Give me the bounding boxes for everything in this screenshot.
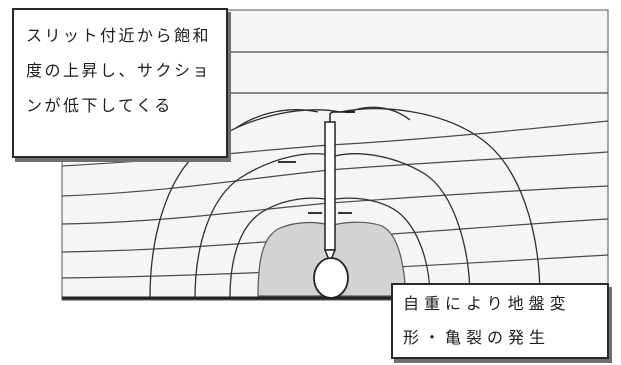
slit-probe: [323, 111, 355, 264]
callout-suction-decrease-text: スリット付近から飽和度の上昇し、サクションが低下してくる: [26, 26, 212, 115]
crack-marks: [278, 161, 352, 214]
callout-ground-deformation-text: 自重により地盤変形・亀裂の発生: [403, 294, 571, 347]
cavity: [313, 257, 349, 299]
upper-strata-lines: [228, 51, 608, 94]
callout-ground-deformation: 自重により地盤変形・亀裂の発生: [391, 283, 609, 359]
callout-suction-decrease: スリット付近から飽和度の上昇し、サクションが低下してくる: [12, 8, 228, 158]
